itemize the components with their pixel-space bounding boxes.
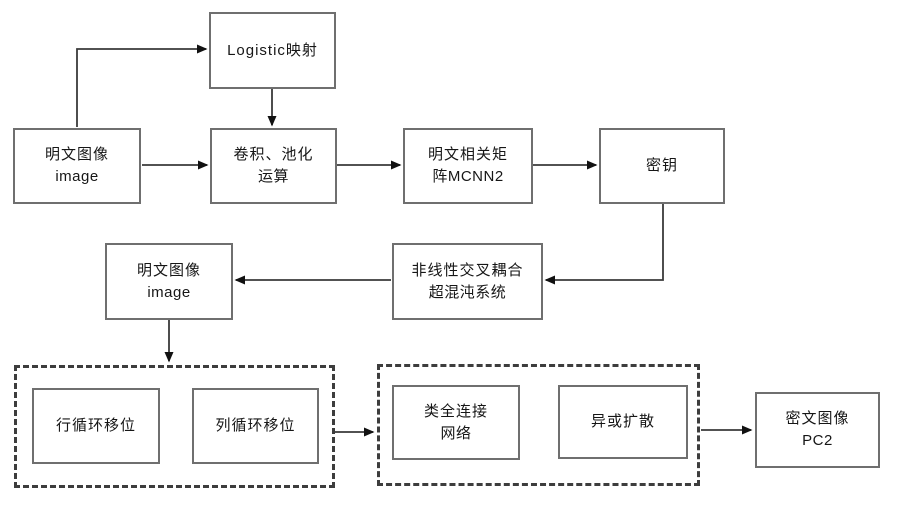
node-sublabel: 阵MCNN2 <box>432 168 504 185</box>
node-sublabel: 网络 <box>440 424 472 442</box>
node-plaintext-matrix: 明文相关矩 阵MCNN2 <box>403 128 533 204</box>
connector-key-to-hyperchaos <box>544 204 664 285</box>
node-xor-diffusion: 异或扩散 <box>558 385 688 459</box>
node-label: 明文图像 <box>44 146 109 163</box>
node-label: 明文图像 <box>136 261 201 279</box>
node-col-cyclic-shift: 列循环移位 <box>192 388 319 464</box>
node-label: 密文图像 <box>785 410 850 427</box>
node-row-cyclic-shift: 行循环移位 <box>32 388 160 464</box>
node-label: 卷积、池化 <box>233 146 314 163</box>
connector-plainimage-to-logistic <box>76 44 208 127</box>
node-label: 行循环移位 <box>55 417 136 434</box>
node-plaintext-image-mid: 明文图像 image <box>105 243 233 320</box>
node-quasi-fc-network: 类全连接 网络 <box>392 385 520 460</box>
node-label: 类全连接 <box>423 402 488 420</box>
node-sublabel: 超混沌系统 <box>428 283 507 301</box>
node-label: 列循环移位 <box>215 417 296 434</box>
node-secret-key: 密钥 <box>599 128 725 204</box>
node-sublabel: image <box>55 168 99 185</box>
node-conv-pooling: 卷积、池化 运算 <box>210 128 337 204</box>
node-logistic-map: Logistic映射 <box>209 12 336 89</box>
node-sublabel: image <box>147 283 191 301</box>
permutation-group <box>14 365 335 488</box>
node-ciphertext-image: 密文图像 PC2 <box>755 392 880 468</box>
node-label: Logistic映射 <box>227 41 318 59</box>
node-label: 非线性交叉耦合 <box>411 261 524 279</box>
node-sublabel: PC2 <box>802 432 833 449</box>
node-label: 异或扩散 <box>590 413 655 430</box>
node-label: 明文相关矩 <box>427 146 508 163</box>
node-sublabel: 运算 <box>257 168 289 185</box>
diffusion-group <box>377 364 700 486</box>
node-plaintext-image-top: 明文图像 image <box>13 128 141 204</box>
node-hyperchaotic-system: 非线性交叉耦合 超混沌系统 <box>392 243 543 320</box>
node-label: 密钥 <box>645 157 678 174</box>
